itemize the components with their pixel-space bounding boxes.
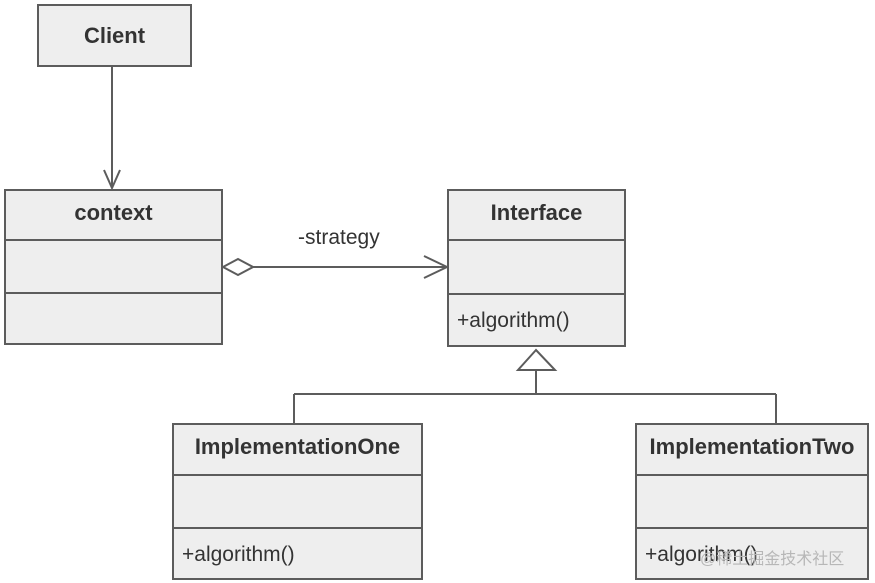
class-implementation-one: ImplementationOne +algorithm() (172, 423, 423, 580)
class-context-name: context (6, 191, 221, 241)
class-interface-methods: +algorithm() (457, 309, 570, 332)
class-context-methods (6, 294, 221, 343)
class-implementation-two-methods: +algorithm() (645, 543, 758, 566)
class-implementation-one-name: ImplementationOne (174, 425, 421, 476)
class-implementation-two-attributes (637, 476, 867, 529)
generalization-tree (293, 348, 777, 424)
strategy-relation-label: -strategy (298, 226, 380, 249)
class-context: context (4, 189, 223, 345)
client-to-context-arrow (103, 67, 121, 191)
class-implementation-one-methods: +algorithm() (182, 543, 295, 566)
class-implementation-one-attributes (174, 476, 421, 529)
inheritance-triangle (515, 348, 558, 371)
class-implementation-two: ImplementationTwo +algorithm() (635, 423, 869, 580)
watermark-text: @稀土掘金技术社区 (700, 551, 845, 568)
class-context-attributes (6, 241, 221, 294)
strategy-aggregation-line (220, 255, 450, 279)
class-implementation-two-name: ImplementationTwo (637, 425, 867, 476)
class-client-name: Client (83, 23, 146, 48)
class-interface: Interface +algorithm() (447, 189, 626, 347)
aggregation-diamond (220, 257, 256, 277)
class-interface-attributes (449, 241, 624, 295)
class-interface-name: Interface (449, 191, 624, 241)
class-client: Client (37, 4, 192, 67)
